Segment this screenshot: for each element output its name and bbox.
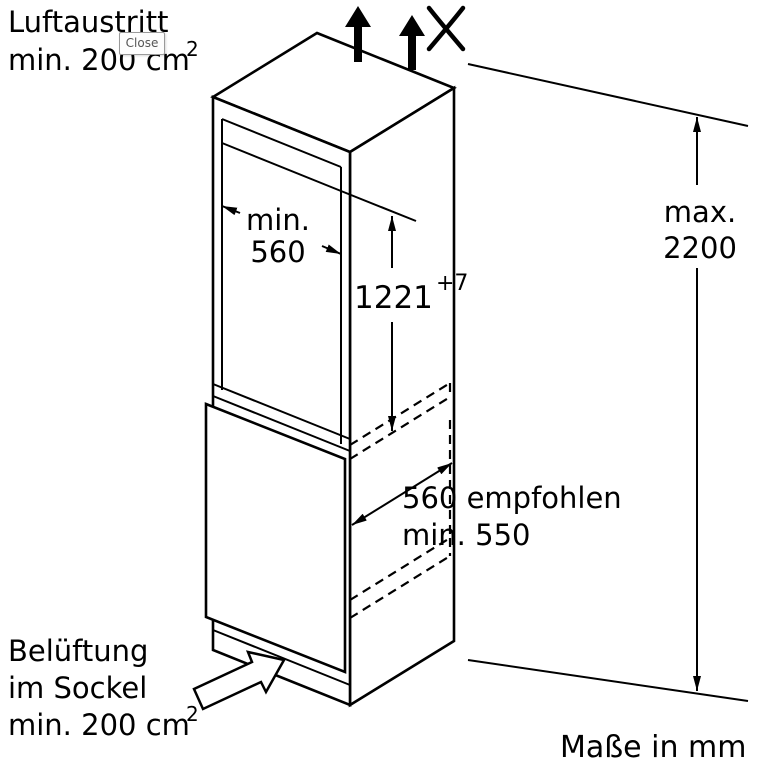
airflow-symbols	[192, 5, 466, 711]
cabinet-right-face	[348, 85, 456, 708]
depth-label-line2: min. 550	[402, 518, 530, 552]
cabinet-body	[204, 31, 457, 708]
extension-lines	[340, 63, 749, 702]
max-height-label-line2: 2200	[663, 231, 737, 265]
plinth-top-edge	[212, 629, 351, 686]
base-vent-label-line2: im Sockel	[8, 671, 147, 705]
niche-width-label-line1: min.	[246, 203, 310, 237]
max-height-bottom-extension-line	[467, 659, 749, 702]
divider-lower-edge	[212, 395, 351, 452]
niche-top-band-lower-edge	[221, 142, 342, 192]
niche-width-label-line2: 560	[250, 235, 305, 269]
depth-label-line1: 560 empfohlen	[402, 481, 622, 515]
niche-height-superscript: +7	[436, 271, 468, 296]
base-vent-label-line3: min. 200 cm	[8, 708, 190, 742]
niche-width-arrow-left	[221, 205, 241, 216]
base-hidden-edge-bottom	[349, 555, 451, 619]
max-height-top-extension-line	[467, 63, 749, 127]
divider-upper-edge	[212, 383, 351, 440]
shelf-hidden-edge-top	[349, 382, 451, 446]
door-panel	[204, 402, 347, 674]
base-vent-arrow-icon	[192, 650, 286, 711]
niche-height-label: 1221	[354, 280, 433, 316]
close-button[interactable]: Close	[119, 32, 165, 55]
niche-depth-arrow	[351, 462, 453, 526]
dimension-arrows	[221, 117, 701, 691]
base-vent-label-superscript: 2	[186, 702, 199, 726]
max-height-label-line1: max.	[664, 195, 736, 229]
niche-top-band-upper-edge	[221, 118, 342, 168]
units-note-label: Maße in mm	[560, 730, 747, 765]
base-vent-label-line1: Belüftung	[8, 634, 148, 668]
shelf-hidden-edge-bottom	[349, 396, 451, 460]
text-labels: Luftaustritt min. 200 cm 2 min. 560 1221…	[8, 5, 747, 765]
air-cross-mark-icon	[426, 5, 466, 52]
base-hidden-edge-top	[349, 537, 451, 601]
air-up-arrow-right-icon	[399, 15, 425, 70]
niche-top-extension-line	[340, 190, 417, 222]
niche-width-arrow-right	[321, 244, 342, 255]
air-up-arrow-left-icon	[345, 6, 371, 62]
air-outlet-label-superscript: 2	[186, 37, 199, 61]
